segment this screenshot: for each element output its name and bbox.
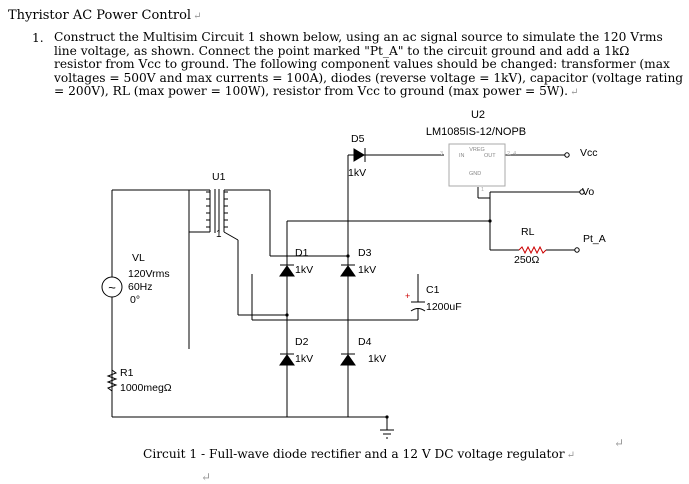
transformer-symbol	[189, 189, 239, 241]
list-item-number: 1.	[32, 31, 44, 45]
paragraph-mark: ↵	[193, 11, 202, 22]
r1-value-label: 1000megΩ	[120, 382, 172, 394]
figure-caption: Circuit 1 - Full-wave diode rectifier an…	[143, 447, 575, 461]
d2-ref-label: D2	[295, 336, 309, 348]
instruction-line-4: voltages = 500V and max currents = 100A)…	[54, 70, 684, 85]
pt-a-port-terminal	[574, 247, 580, 253]
instruction-line-1: Construct the Multisim Circuit 1 shown b…	[54, 30, 663, 44]
source-frequency-label: 60Hz	[128, 281, 153, 293]
regulator-in-label: IN	[459, 153, 465, 159]
instruction-line-2: line voltage, as shown. Connect the poin…	[54, 43, 630, 58]
d5-ref-label: D5	[351, 133, 365, 145]
d5-rating-label: 1kV	[348, 167, 366, 179]
d4-rating-label: 1kV	[368, 353, 386, 365]
instruction-line-5: = 200V), RL (max power = 100W), resistor…	[54, 85, 684, 100]
regulator-block-label: VREG	[469, 147, 485, 153]
d3-rating-label: 1kV	[358, 264, 376, 276]
d4-ref-label: D4	[358, 336, 372, 348]
d1-diode-symbol	[279, 265, 295, 277]
ground-symbol	[380, 429, 394, 439]
regulator-in-pin-number: 3	[440, 151, 443, 157]
vo-port-terminal	[579, 189, 585, 195]
c1-ref-label: C1	[426, 284, 440, 296]
regulator-gnd-pin-number: 1	[481, 187, 484, 193]
transformer-pin-label: 1	[216, 229, 222, 240]
d5-diode-symbol	[353, 148, 365, 162]
regulator-part-label: LM1085IS-12/NOPB	[426, 126, 526, 138]
d3-diode-symbol	[340, 265, 356, 277]
vo-port-label: Vo	[582, 186, 594, 198]
document-title: Thyristor AC Power Control↵	[8, 8, 201, 23]
instruction-line-5-text: = 200V), RL (max power = 100W), resistor…	[54, 84, 569, 99]
regulator-gnd-label: GND	[469, 171, 481, 177]
d4-diode-symbol	[340, 354, 356, 366]
ac-source-symbol: ~	[101, 276, 123, 298]
return-mark: ↵	[201, 470, 212, 484]
d2-rating-label: 1kV	[295, 353, 313, 365]
c1-polarity-mark: +	[405, 291, 410, 301]
title-text: Thyristor AC Power Control	[8, 8, 192, 23]
paragraph-mark: ↵	[566, 450, 575, 461]
regulator-out-pin-number: 2, 4	[507, 151, 516, 157]
instruction-line-3: resistor from Vcc to ground. The followi…	[54, 57, 670, 72]
paragraph-mark: ↵	[570, 87, 579, 99]
return-mark: ↵	[614, 436, 625, 450]
d1-rating-label: 1kV	[295, 264, 313, 276]
pt-a-port-label: Pt_A	[583, 233, 606, 245]
transformer-ref-label: U1	[212, 171, 226, 183]
rl-ref-label: RL	[521, 226, 535, 238]
junction-dots	[285, 219, 492, 419]
rl-value-label: 250Ω	[514, 254, 540, 266]
d1-ref-label: D1	[295, 247, 309, 259]
c1-value-label: 1200uF	[426, 301, 462, 313]
c1-capacitor-symbol	[410, 301, 426, 312]
regulator-ref-label: U2	[471, 109, 485, 121]
regulator-out-label: OUT	[484, 153, 496, 159]
d3-ref-label: D3	[358, 247, 372, 259]
d2-diode-symbol	[279, 354, 295, 366]
source-phase-label: 0°	[130, 294, 140, 306]
source-ref-label: VL	[132, 252, 145, 264]
r1-resistor-symbol	[106, 369, 118, 392]
instruction-paragraph: Construct the Multisim Circuit 1 shown b…	[54, 30, 684, 100]
vcc-port-terminal	[564, 152, 570, 158]
r1-ref-label: R1	[120, 367, 134, 379]
source-voltage-label: 120Vrms	[128, 268, 170, 280]
rl-resistor-symbol	[518, 245, 547, 255]
regulator-block	[448, 143, 506, 187]
circuit-wires	[111, 154, 580, 430]
diode-bridge	[279, 148, 366, 366]
sine-glyph: ~	[108, 280, 116, 295]
caption-text: Circuit 1 - Full-wave diode rectifier an…	[143, 447, 565, 461]
vcc-port-label: Vcc	[580, 147, 598, 159]
